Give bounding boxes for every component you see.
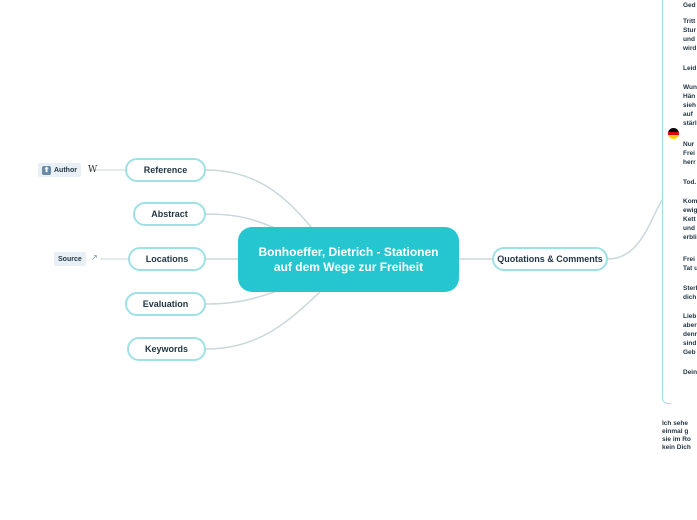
link-quotations-out	[607, 199, 663, 260]
quote-fragment[interactable]: sind	[683, 340, 697, 347]
external-link-icon[interactable]: ↗	[91, 253, 98, 262]
quotations-comments-node[interactable]: Quotations & Comments	[492, 247, 608, 271]
quote-fragment[interactable]: Tat u	[683, 265, 697, 272]
link-reference	[205, 169, 321, 239]
quote-fragment[interactable]: und	[683, 36, 695, 43]
evaluation-node[interactable]: Evaluation	[125, 292, 206, 316]
quote-fragment[interactable]: sieh	[683, 102, 697, 109]
upload-icon: ⬆	[42, 165, 51, 175]
quote-fragment[interactable]: Wun	[683, 84, 697, 91]
source-tag[interactable]: Source	[54, 252, 86, 266]
abstract-node[interactable]: Abstract	[133, 202, 206, 226]
quote-fragment[interactable]: und	[683, 225, 695, 232]
wikipedia-icon[interactable]: W	[88, 165, 98, 175]
quote-fragment[interactable]: Stur	[683, 27, 696, 34]
locations-node[interactable]: Locations	[128, 247, 206, 271]
author-tag[interactable]: ⬆ Author	[38, 163, 81, 177]
quote-fragment[interactable]: auf	[683, 111, 693, 118]
quote-fragment[interactable]: Leid	[683, 65, 697, 72]
quote-fragment[interactable]: Kom	[683, 198, 697, 205]
keywords-node[interactable]: Keywords	[127, 337, 206, 361]
quote-fragment[interactable]: Geb	[683, 349, 696, 356]
quote-fragment[interactable]: ewig	[683, 207, 697, 214]
quote-fragment[interactable]: wird	[683, 45, 697, 52]
link-keywords	[205, 291, 321, 350]
quote-fragment[interactable]: Tritt	[683, 18, 696, 25]
central-topic[interactable]: Bonhoeffer, Dietrich - Stationen auf dem…	[238, 227, 459, 292]
quote-fragment[interactable]: aber	[683, 322, 697, 329]
link-evaluation	[205, 291, 276, 305]
quote-fragment[interactable]: Nur	[683, 141, 695, 148]
quote-fragment[interactable]: Ged	[683, 2, 696, 9]
quote-fragment[interactable]: denr	[683, 331, 697, 338]
quote-fragment[interactable]: herr	[683, 159, 696, 166]
german-flag-icon	[668, 128, 679, 139]
quote-fragment[interactable]: Hän	[683, 93, 696, 100]
quote-fragment[interactable]: Dein	[683, 369, 697, 376]
quote-fragment[interactable]: Sterl	[683, 285, 697, 292]
quote-fragment[interactable]: Frei	[683, 150, 695, 157]
quote-fragment[interactable]: dich	[683, 294, 697, 301]
link-abstract	[205, 213, 276, 229]
quotes-group-bracket	[662, 0, 671, 404]
quote-fragment[interactable]: Frei	[683, 256, 695, 263]
quote-fragment[interactable]: stärl	[683, 120, 697, 127]
quote-fragment[interactable]: erbli	[683, 234, 697, 241]
comment-note[interactable]: Ich sehe einmal g sie im Ro kein Dich	[662, 420, 691, 451]
reference-node[interactable]: Reference	[125, 158, 206, 182]
quote-fragment[interactable]: Tod.	[683, 179, 697, 186]
quote-fragment[interactable]: Kett	[683, 216, 696, 223]
quote-fragment[interactable]: Lieb	[683, 313, 697, 320]
